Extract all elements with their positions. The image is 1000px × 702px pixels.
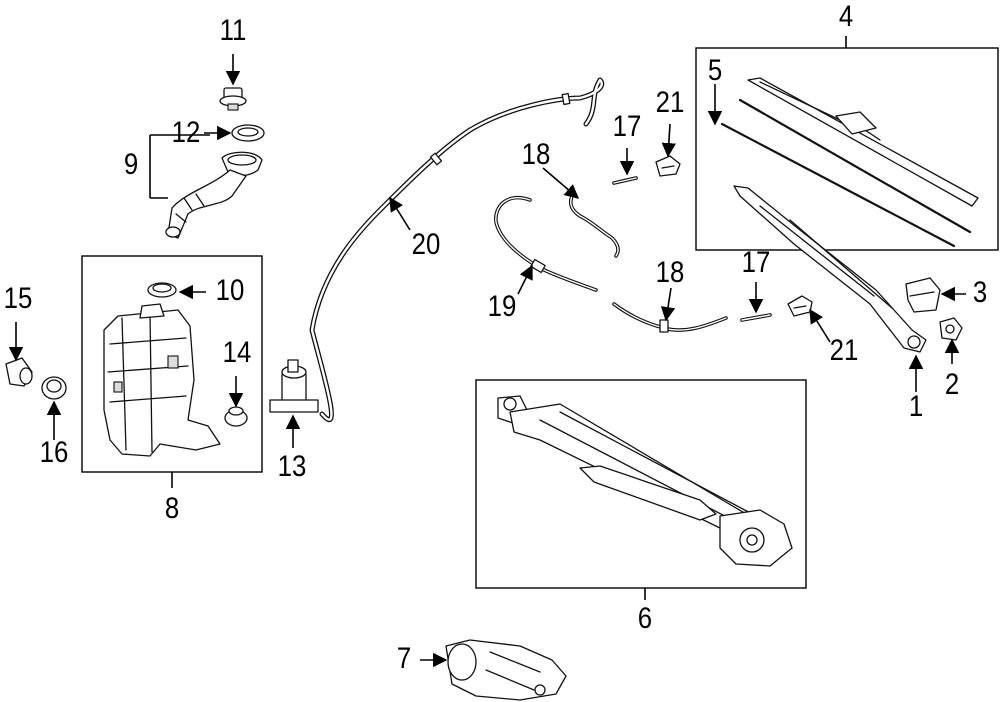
callout-14: 14: [223, 335, 252, 368]
wiper-motor-part[interactable]: [445, 639, 567, 701]
wiper-blade-part[interactable]: [747, 77, 979, 207]
level-sensor-part[interactable]: [5, 357, 33, 387]
callout-1: 1: [909, 389, 923, 422]
callout-4: 4: [839, 0, 853, 32]
callout-19: 19: [488, 289, 517, 322]
callout-11: 11: [220, 13, 247, 46]
washer-tank-part[interactable]: [103, 303, 221, 457]
lower-washer-hose-part[interactable]: [494, 196, 598, 292]
filler-neck-part[interactable]: [165, 151, 263, 239]
callout-13: 13: [278, 449, 307, 482]
callout-2: 2: [945, 367, 959, 400]
arm-cap-part[interactable]: [905, 277, 941, 313]
callout-10: 10: [216, 273, 245, 306]
middle-washer-hose-part[interactable]: [612, 302, 728, 333]
hose-clip-lower-part[interactable]: [787, 295, 813, 317]
upper-washer-hose-part[interactable]: [568, 194, 620, 258]
callout-7: 7: [397, 641, 411, 674]
leader-lines: [8, 36, 966, 668]
washer-nozzle-upper-part[interactable]: [612, 176, 638, 185]
wiper-arm-part[interactable]: [733, 185, 927, 353]
blade-refill-lower-part[interactable]: [720, 122, 956, 248]
callout-15: 15: [4, 281, 33, 314]
callout-21-upper: 21: [656, 85, 685, 118]
callout-labels: 11 12 9 10 14 15 16 8 13 20 18 19 18 17 …: [4, 0, 988, 674]
callout-6: 6: [638, 601, 652, 634]
group-box-wiper-linkage: [475, 379, 807, 589]
callout-21-lower: 21: [830, 333, 859, 366]
bolt-part[interactable]: [219, 87, 247, 111]
callout-9: 9: [124, 147, 138, 180]
hose-clip-upper-part[interactable]: [655, 155, 681, 177]
washer-nozzle-lower-part[interactable]: [740, 313, 772, 322]
pump-grommet-part[interactable]: [224, 406, 248, 427]
callout-18-upper: 18: [522, 137, 551, 170]
washer-hose-part[interactable]: [309, 77, 605, 423]
blade-refill-upper-part[interactable]: [738, 98, 972, 234]
callout-17-lower: 17: [742, 245, 771, 278]
group-box-wiper-blade: [695, 47, 999, 251]
callout-8: 8: [165, 491, 179, 524]
callout-3: 3: [973, 275, 987, 308]
callout-18-lower: 18: [656, 255, 685, 288]
callout-17-upper: 17: [613, 109, 642, 142]
arm-nut-part[interactable]: [939, 317, 963, 341]
callout-12: 12: [172, 115, 201, 148]
callout-5: 5: [708, 53, 722, 86]
callout-16: 16: [40, 435, 69, 468]
callout-20: 20: [412, 227, 441, 260]
washer-pump-part[interactable]: [269, 359, 319, 413]
sensor-grommet-part[interactable]: [41, 376, 67, 400]
wiper-linkage-part[interactable]: [497, 395, 793, 567]
filler-seal-part[interactable]: [231, 124, 265, 142]
tank-cap-part[interactable]: [147, 282, 177, 298]
